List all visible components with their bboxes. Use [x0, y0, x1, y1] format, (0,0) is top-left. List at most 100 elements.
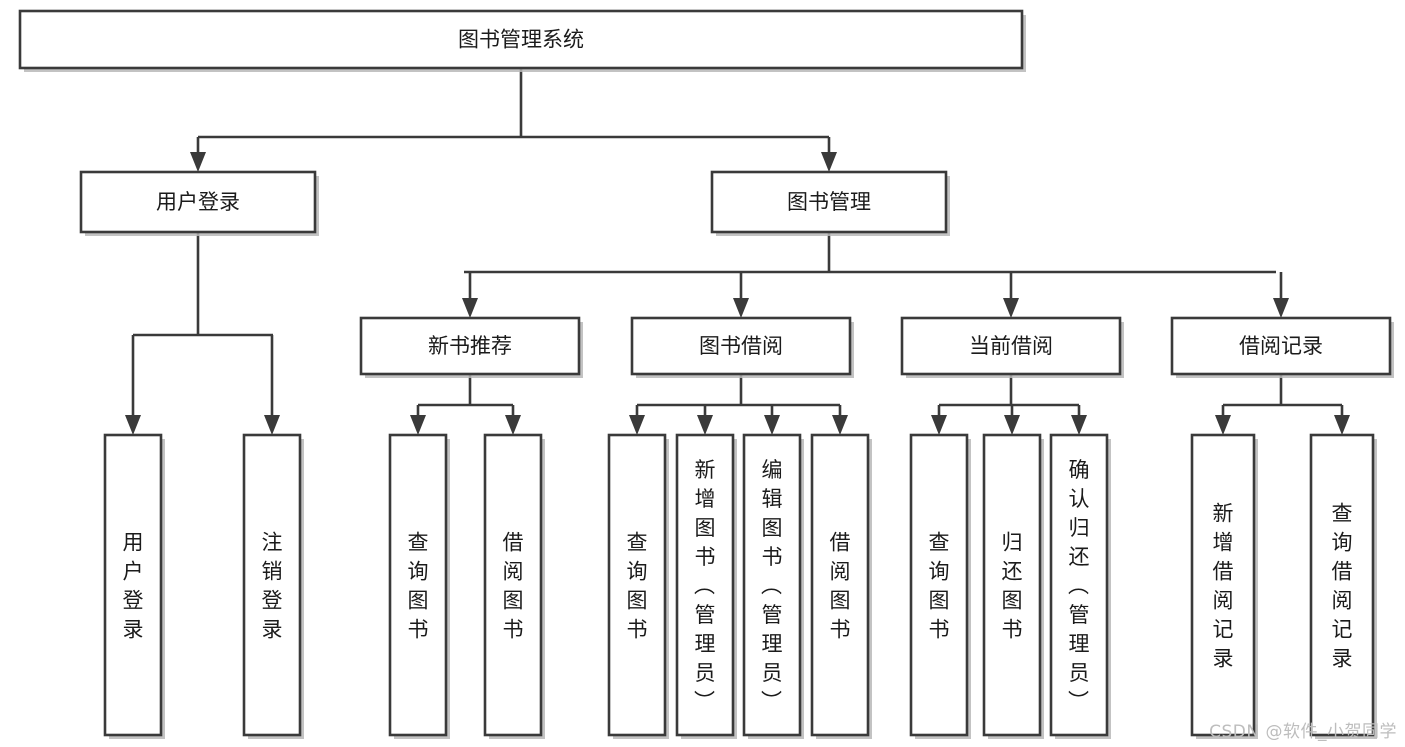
arrowhead-icon — [1334, 415, 1350, 435]
node-label: 确认归还（管理员） — [1068, 458, 1090, 714]
connector-arrow-l_queryrecord — [1334, 405, 1350, 435]
connector-record-bus — [1223, 374, 1342, 407]
connector-root-bus — [198, 68, 829, 139]
node-label: 查询图书 — [408, 531, 429, 642]
node-box[interactable] — [18, 9, 1024, 70]
connector-arrow-l_userlogin — [125, 335, 141, 435]
connector-new-bus — [418, 374, 513, 407]
connector-arrow-n_new — [462, 272, 478, 318]
node-box[interactable] — [900, 316, 1122, 376]
node-l_returnbook[interactable]: 归还图书 — [982, 433, 1044, 739]
node-l_borrowbook1[interactable]: 借阅图书 — [483, 433, 545, 739]
node-l_userlogin[interactable]: 用户登录 — [103, 433, 165, 739]
connector-arrow-l_querybook3 — [931, 405, 947, 435]
node-box[interactable] — [388, 433, 448, 737]
node-label: 查询图书 — [627, 531, 648, 642]
node-label: 图书管理系统 — [458, 28, 584, 52]
connector-arrow-l_borrowbook1 — [505, 405, 521, 435]
connector-arrow-n_borrow — [733, 272, 749, 318]
node-l_addbook[interactable]: 新增图书（管理员） — [675, 433, 737, 739]
node-n_login[interactable]: 用户登录 — [79, 170, 319, 236]
connector-arrow-l_logout — [264, 335, 280, 435]
node-l_addrecord[interactable]: 新增借阅记录 — [1190, 433, 1258, 739]
node-l_logout[interactable]: 注销登录 — [242, 433, 304, 739]
arrowhead-icon — [832, 415, 848, 435]
node-box[interactable] — [359, 316, 581, 376]
node-n_new[interactable]: 新书推荐 — [359, 316, 583, 378]
arrowhead-icon — [931, 415, 947, 435]
connector-arrow-l_returnbook — [1004, 405, 1020, 435]
arrowhead-icon — [462, 298, 478, 318]
node-l_confirmreturn[interactable]: 确认归还（管理员） — [1049, 433, 1111, 739]
node-l_querybook1[interactable]: 查询图书 — [388, 433, 450, 739]
node-label: 当前借阅 — [969, 334, 1053, 358]
node-box[interactable] — [1170, 316, 1392, 376]
connector-arrow-l_editbook — [764, 405, 780, 435]
arrowhead-icon — [1071, 415, 1087, 435]
node-l_queryrecord[interactable]: 查询借阅记录 — [1309, 433, 1377, 739]
node-box[interactable] — [1049, 433, 1109, 737]
connector-book-bus — [464, 232, 1276, 274]
node-box[interactable] — [909, 433, 969, 737]
node-label: 借阅图书 — [830, 531, 851, 642]
node-box[interactable] — [607, 433, 667, 737]
arrowhead-icon — [1273, 298, 1289, 318]
node-label: 借阅图书 — [503, 531, 524, 642]
node-n_current[interactable]: 当前借阅 — [900, 316, 1124, 378]
node-box[interactable] — [1309, 433, 1375, 737]
node-box[interactable] — [810, 433, 870, 737]
node-box[interactable] — [483, 433, 543, 737]
node-box[interactable] — [79, 170, 317, 234]
arrowhead-icon — [733, 298, 749, 318]
node-box[interactable] — [103, 433, 163, 737]
connector-arrow-l_addrecord — [1215, 405, 1231, 435]
node-box[interactable] — [710, 170, 948, 234]
node-label: 注销登录 — [262, 531, 283, 642]
node-box[interactable] — [630, 316, 852, 376]
node-root[interactable]: 图书管理系统 — [18, 9, 1026, 72]
node-label: 图书管理 — [787, 190, 871, 214]
node-box[interactable] — [742, 433, 802, 737]
node-n_book[interactable]: 图书管理 — [710, 170, 950, 236]
connector-login-bus — [133, 232, 273, 337]
arrowhead-icon — [1004, 415, 1020, 435]
node-l_editbook[interactable]: 编辑图书（管理员） — [742, 433, 804, 739]
node-n_borrow[interactable]: 图书借阅 — [630, 316, 854, 378]
node-box[interactable] — [675, 433, 735, 737]
arrowhead-icon — [764, 415, 780, 435]
arrowhead-icon — [125, 415, 141, 435]
connector-arrow-l_querybook1 — [410, 405, 426, 435]
node-label: 借阅记录 — [1239, 334, 1323, 358]
node-label: 新书推荐 — [428, 334, 512, 358]
node-label: 查询借阅记录 — [1332, 502, 1353, 671]
arrowhead-icon — [505, 415, 521, 435]
node-n_record[interactable]: 借阅记录 — [1170, 316, 1394, 378]
node-label: 新增借阅记录 — [1213, 502, 1234, 671]
node-label: 用户登录 — [156, 190, 240, 214]
node-l_borrowbook2[interactable]: 借阅图书 — [810, 433, 872, 739]
connector-layer — [125, 68, 1350, 435]
node-l_querybook3[interactable]: 查询图书 — [909, 433, 971, 739]
connector-arrow-n_record — [1273, 272, 1289, 318]
arrowhead-icon — [410, 415, 426, 435]
node-label: 新增图书（管理员） — [694, 458, 716, 714]
node-box[interactable] — [982, 433, 1042, 737]
arrowhead-icon — [697, 415, 713, 435]
node-label: 归还图书 — [1002, 531, 1023, 642]
node-box[interactable] — [242, 433, 302, 737]
connector-arrow-n_login — [190, 137, 206, 172]
arrowhead-icon — [629, 415, 645, 435]
watermark-label: CSDN @软件_小贺同学 — [1209, 722, 1397, 742]
node-label: 查询图书 — [929, 531, 950, 642]
arrowhead-icon — [1215, 415, 1231, 435]
connector-arrow-n_current — [1003, 272, 1019, 318]
arrowhead-icon — [190, 152, 206, 172]
node-l_querybook2[interactable]: 查询图书 — [607, 433, 669, 739]
connector-arrow-l_borrowbook2 — [832, 405, 848, 435]
arrowhead-icon — [821, 152, 837, 172]
node-box[interactable] — [1190, 433, 1256, 737]
connector-arrow-l_confirmreturn — [1071, 405, 1087, 435]
connector-arrow-l_querybook2 — [629, 405, 645, 435]
